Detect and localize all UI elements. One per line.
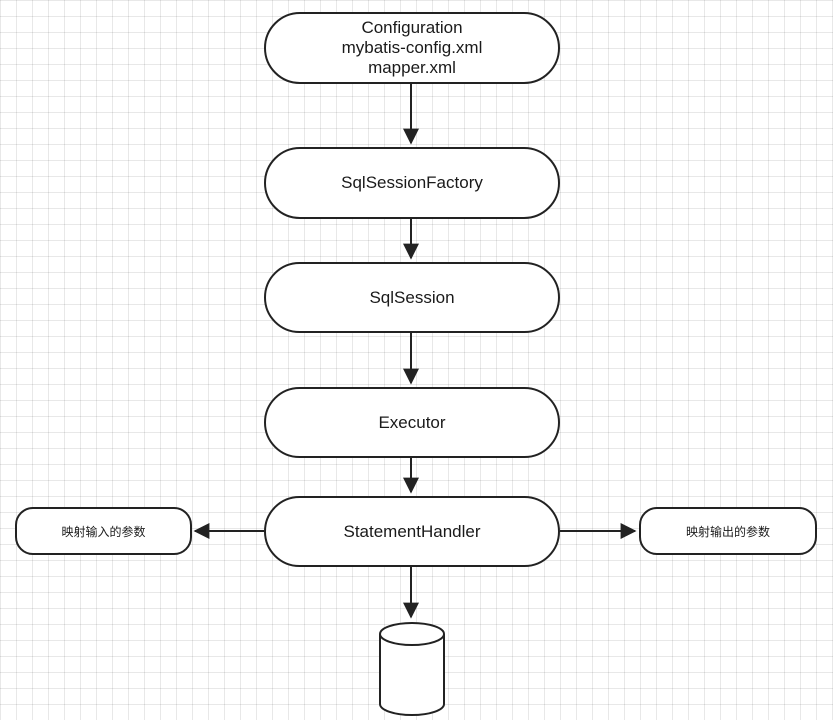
executor-node: Executor	[264, 387, 560, 458]
configuration-node: Configuration mybatis-config.xml mapper.…	[264, 12, 560, 84]
sqlsessionfactory-label: SqlSessionFactory	[341, 173, 483, 192]
output-mapping-label: 映射输出的参数	[685, 524, 770, 539]
executor-label: Executor	[378, 412, 446, 432]
input-mapping-label: 映射输入的参数	[61, 524, 146, 539]
config-file-mapper: mapper.xml	[368, 58, 456, 77]
sqlsession-label: SqlSession	[369, 287, 455, 307]
sqlsession-node: SqlSession	[264, 262, 560, 333]
sqlsessionfactory-node: SqlSessionFactory	[264, 147, 560, 219]
statementhandler-label: StatementHandler	[343, 521, 481, 541]
config-file-mybatis: mybatis-config.xml	[341, 38, 483, 57]
configuration-title: Configuration	[361, 18, 463, 37]
database-cylinder-icon	[379, 622, 445, 716]
statementhandler-node: StatementHandler	[264, 496, 560, 567]
output-mapping-node: 映射输出的参数	[639, 507, 817, 555]
input-mapping-node: 映射输入的参数	[15, 507, 192, 555]
